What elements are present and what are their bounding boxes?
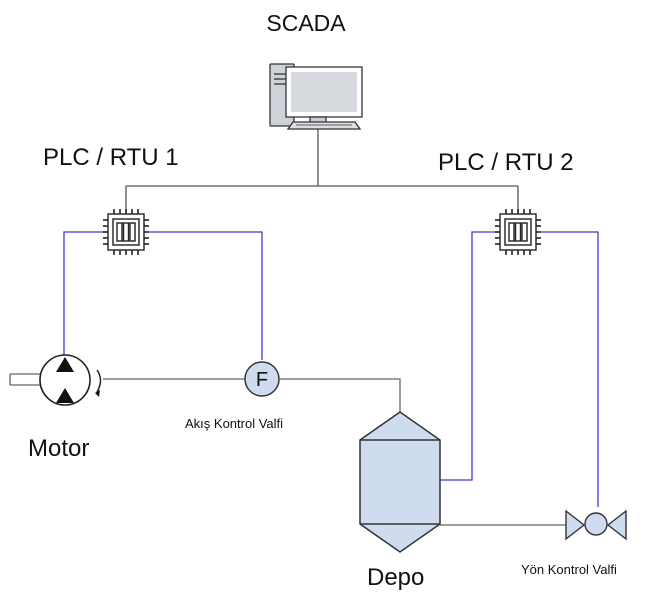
scada-label: SCADA	[266, 10, 346, 36]
pipe-flow-to-tank	[280, 378, 401, 412]
signal-lines	[63, 231, 599, 507]
process-pipes	[9, 373, 566, 526]
plc2-to-direction-valve	[541, 231, 599, 507]
flow-valve-label: Akış Kontrol Valfi	[185, 416, 283, 431]
plc2-chip-icon	[495, 209, 541, 255]
desktop-computer-icon	[269, 63, 363, 130]
direction-valve-label: Yön Kontrol Valfi	[521, 562, 617, 577]
pump-motor-icon	[39, 354, 102, 406]
plc2-to-tank	[440, 231, 495, 481]
plc1-to-flow-valve	[148, 231, 263, 360]
plc1-to-motor	[63, 231, 104, 355]
plc1-label: PLC / RTU 1	[43, 144, 179, 171]
plc1-chip-icon	[103, 209, 149, 255]
flow-valve-symbol: F	[256, 369, 268, 391]
plc2-label: PLC / RTU 2	[438, 149, 574, 176]
motor-label: Motor	[28, 435, 89, 462]
tank-label: Depo	[367, 564, 424, 591]
tank	[359, 411, 441, 553]
flow-control-valve: F	[244, 361, 280, 397]
direction-control-valve	[565, 509, 627, 541]
network-lines	[125, 128, 519, 212]
